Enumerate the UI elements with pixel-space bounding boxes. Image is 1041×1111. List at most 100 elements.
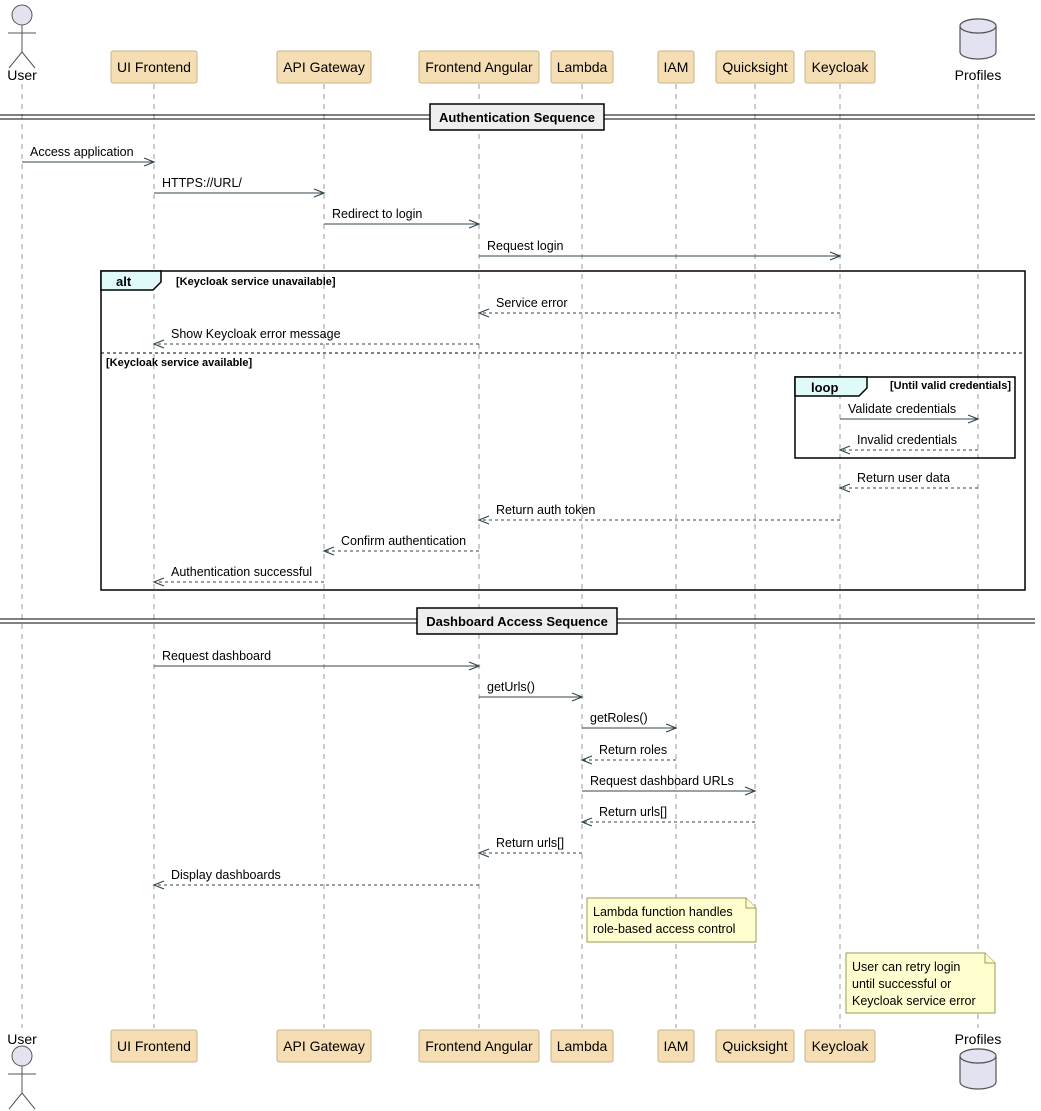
group-else-condition: [Keycloak service available] bbox=[106, 357, 252, 369]
arrowhead-icon bbox=[838, 483, 851, 493]
message: getRoles() bbox=[582, 711, 678, 733]
message: Request dashboard bbox=[154, 649, 481, 671]
participant-fa-bottom: Frontend Angular bbox=[418, 1029, 540, 1063]
message-label: Redirect to login bbox=[332, 207, 422, 221]
arrowhead-icon bbox=[580, 755, 593, 765]
message: Authentication successful bbox=[152, 565, 324, 587]
participant-prof-top: Profiles bbox=[955, 18, 1002, 83]
actor-head-icon bbox=[11, 1045, 33, 1067]
participant-label: Profiles bbox=[955, 1031, 1002, 1047]
message-label: Request dashboard bbox=[162, 649, 271, 663]
participant-gw-bottom: API Gateway bbox=[276, 1029, 372, 1063]
arrowhead-icon bbox=[468, 219, 481, 229]
arrowhead-icon bbox=[477, 848, 490, 858]
message: Show Keycloak error message bbox=[152, 327, 479, 349]
arrowhead-icon bbox=[152, 577, 165, 587]
note-line: Keycloak service error bbox=[852, 994, 976, 1008]
arrowhead-icon bbox=[477, 515, 490, 525]
participant-ui-bottom: UI Frontend bbox=[110, 1029, 198, 1063]
message-label: Request login bbox=[487, 239, 563, 253]
message: Return urls[] bbox=[580, 805, 755, 827]
participant-prof-bottom: Profiles bbox=[955, 1031, 1002, 1090]
arrowhead-icon bbox=[744, 786, 757, 796]
divider-auth: Authentication Sequence bbox=[0, 103, 1035, 131]
participant-label: Quicksight bbox=[722, 1038, 787, 1054]
group-keyword: alt bbox=[116, 274, 132, 289]
arrowhead-icon bbox=[838, 445, 851, 455]
participant-label: User bbox=[7, 67, 37, 83]
message-label: Return urls[] bbox=[599, 805, 667, 819]
arrowhead-icon bbox=[468, 661, 481, 671]
message: Service error bbox=[477, 296, 840, 318]
participant-kc-bottom: Keycloak bbox=[804, 1029, 876, 1063]
message-label: Display dashboards bbox=[171, 868, 281, 882]
participant-label: Frontend Angular bbox=[425, 59, 533, 75]
participant-label: Profiles bbox=[955, 67, 1002, 83]
arrowhead-icon bbox=[665, 723, 678, 733]
arrowhead-icon bbox=[152, 339, 165, 349]
participant-label: Keycloak bbox=[812, 1038, 870, 1054]
arrowhead-icon bbox=[477, 308, 490, 318]
message: Request login bbox=[479, 239, 842, 261]
message-label: getUrls() bbox=[487, 680, 535, 694]
participant-label: User bbox=[7, 1031, 37, 1047]
group-condition: [Until valid credentials] bbox=[890, 380, 1011, 392]
group-alt: alt [Keycloak service unavailable] [Keyclo… bbox=[100, 270, 1026, 591]
note-line: role-based access control bbox=[593, 922, 735, 936]
participant-label: IAM bbox=[664, 1038, 689, 1054]
participant-iam-top: IAM bbox=[657, 50, 695, 84]
participant-label: Frontend Angular bbox=[425, 1038, 533, 1054]
message-label: Confirm authentication bbox=[341, 534, 466, 548]
message: Return auth token bbox=[477, 503, 840, 525]
message: Access application bbox=[22, 145, 156, 167]
participant-label: API Gateway bbox=[283, 59, 365, 75]
participant-label: IAM bbox=[664, 59, 689, 75]
group-condition: [Keycloak service unavailable] bbox=[176, 276, 336, 288]
arrowhead-icon bbox=[580, 817, 593, 827]
message-label: Return roles bbox=[599, 743, 667, 757]
participant-gw-top: API Gateway bbox=[276, 50, 372, 84]
message: Validate credentials bbox=[840, 402, 980, 424]
message: Confirm authentication bbox=[322, 534, 479, 556]
participant-user-bottom: User bbox=[7, 1031, 37, 1110]
participant-label: Quicksight bbox=[722, 59, 787, 75]
actor-head-icon bbox=[11, 4, 33, 26]
participant-label: UI Frontend bbox=[117, 1038, 191, 1054]
message-label: Access application bbox=[30, 145, 134, 159]
note-line: Lambda function handles bbox=[593, 905, 733, 919]
message-label: Authentication successful bbox=[171, 565, 312, 579]
note-keycloak-note: User can retry login until successful or K… bbox=[845, 952, 996, 1014]
message: Request dashboard URLs bbox=[582, 774, 757, 796]
message-label: Return urls[] bbox=[496, 836, 564, 850]
message-label: Invalid credentials bbox=[857, 433, 957, 447]
note-line: until successful or bbox=[852, 977, 951, 991]
participant-label: Lambda bbox=[557, 1038, 608, 1054]
participant-label: Lambda bbox=[557, 59, 608, 75]
participant-qs-bottom: Quicksight bbox=[715, 1029, 795, 1063]
participant-user-top: User bbox=[7, 4, 37, 83]
participant-fa-top: Frontend Angular bbox=[418, 50, 540, 84]
arrowhead-icon bbox=[322, 546, 335, 556]
note-lambda-note: Lambda function handles role-based access… bbox=[586, 897, 757, 943]
group-loop: loop [Until valid credentials] bbox=[794, 376, 1016, 459]
message-label: Return auth token bbox=[496, 503, 595, 517]
message-label: HTTPS://URL/ bbox=[162, 176, 242, 190]
participant-iam-bottom: IAM bbox=[657, 1029, 695, 1063]
message-label: Service error bbox=[496, 296, 568, 310]
message: Display dashboards bbox=[152, 868, 479, 890]
message-label: Validate credentials bbox=[848, 402, 956, 416]
message-label: Request dashboard URLs bbox=[590, 774, 734, 788]
message-label: getRoles() bbox=[590, 711, 648, 725]
divider-label: Authentication Sequence bbox=[439, 110, 595, 125]
arrowhead-icon bbox=[967, 414, 980, 424]
message: Return user data bbox=[838, 471, 978, 493]
participant-label: UI Frontend bbox=[117, 59, 191, 75]
note-line: User can retry login bbox=[852, 960, 960, 974]
message: HTTPS://URL/ bbox=[154, 176, 326, 198]
group-keyword: loop bbox=[811, 380, 838, 395]
message: Invalid credentials bbox=[838, 433, 978, 455]
participant-label: Keycloak bbox=[812, 59, 870, 75]
arrowhead-icon bbox=[143, 157, 156, 167]
participant-ui-top: UI Frontend bbox=[110, 50, 198, 84]
